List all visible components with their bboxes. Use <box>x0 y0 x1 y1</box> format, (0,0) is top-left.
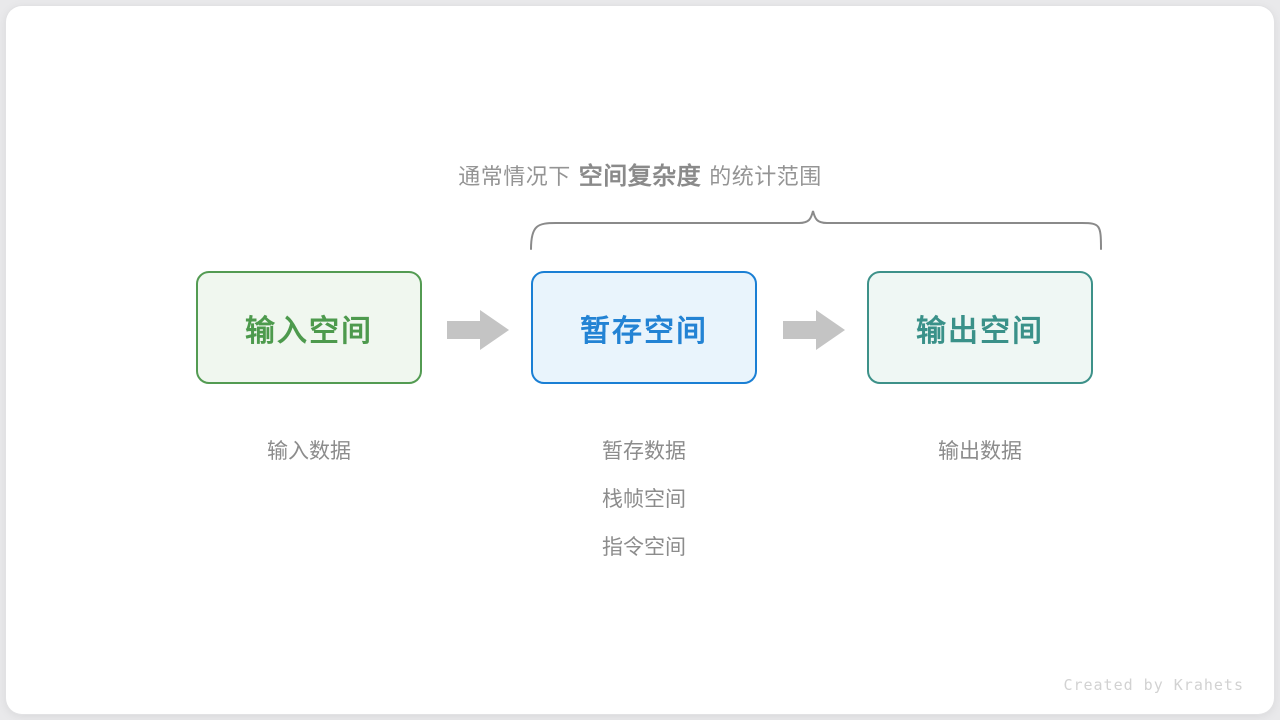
caption-group-output: 输出数据 <box>867 428 1093 476</box>
brace-caption-suffix: 的统计范围 <box>709 164 822 189</box>
diagram-canvas: 通常情况下空间复杂度的统计范围 输入空间 暂存空间 输出空间 输入数据 暂存数据… <box>6 6 1274 714</box>
brace-caption: 通常情况下空间复杂度的统计范围 <box>6 156 1274 191</box>
arrow-right-icon <box>783 310 845 350</box>
caption-line: 栈帧空间 <box>602 488 686 511</box>
brace-caption-emphasis: 空间复杂度 <box>578 163 702 190</box>
caption-group-input: 输入数据 <box>196 428 422 476</box>
arrow-right-icon <box>447 310 509 350</box>
curly-brace-icon <box>530 210 1102 250</box>
caption-line: 输入数据 <box>267 440 351 463</box>
footer-credit: Created by Krahets <box>1063 676 1244 694</box>
box-input-space-label: 输入空间 <box>245 314 373 348</box>
caption-group-temp: 暂存数据 栈帧空间 指令空间 <box>531 428 757 572</box>
box-output-space-label: 输出空间 <box>916 314 1044 348</box>
caption-line: 暂存数据 <box>602 440 686 463</box>
box-input-space: 输入空间 <box>196 271 422 384</box>
brace-caption-prefix: 通常情况下 <box>458 164 571 189</box>
caption-line: 输出数据 <box>938 440 1022 463</box>
box-temp-space: 暂存空间 <box>531 271 757 384</box>
caption-line: 指令空间 <box>602 536 686 559</box>
box-temp-space-label: 暂存空间 <box>580 314 708 348</box>
box-output-space: 输出空间 <box>867 271 1093 384</box>
